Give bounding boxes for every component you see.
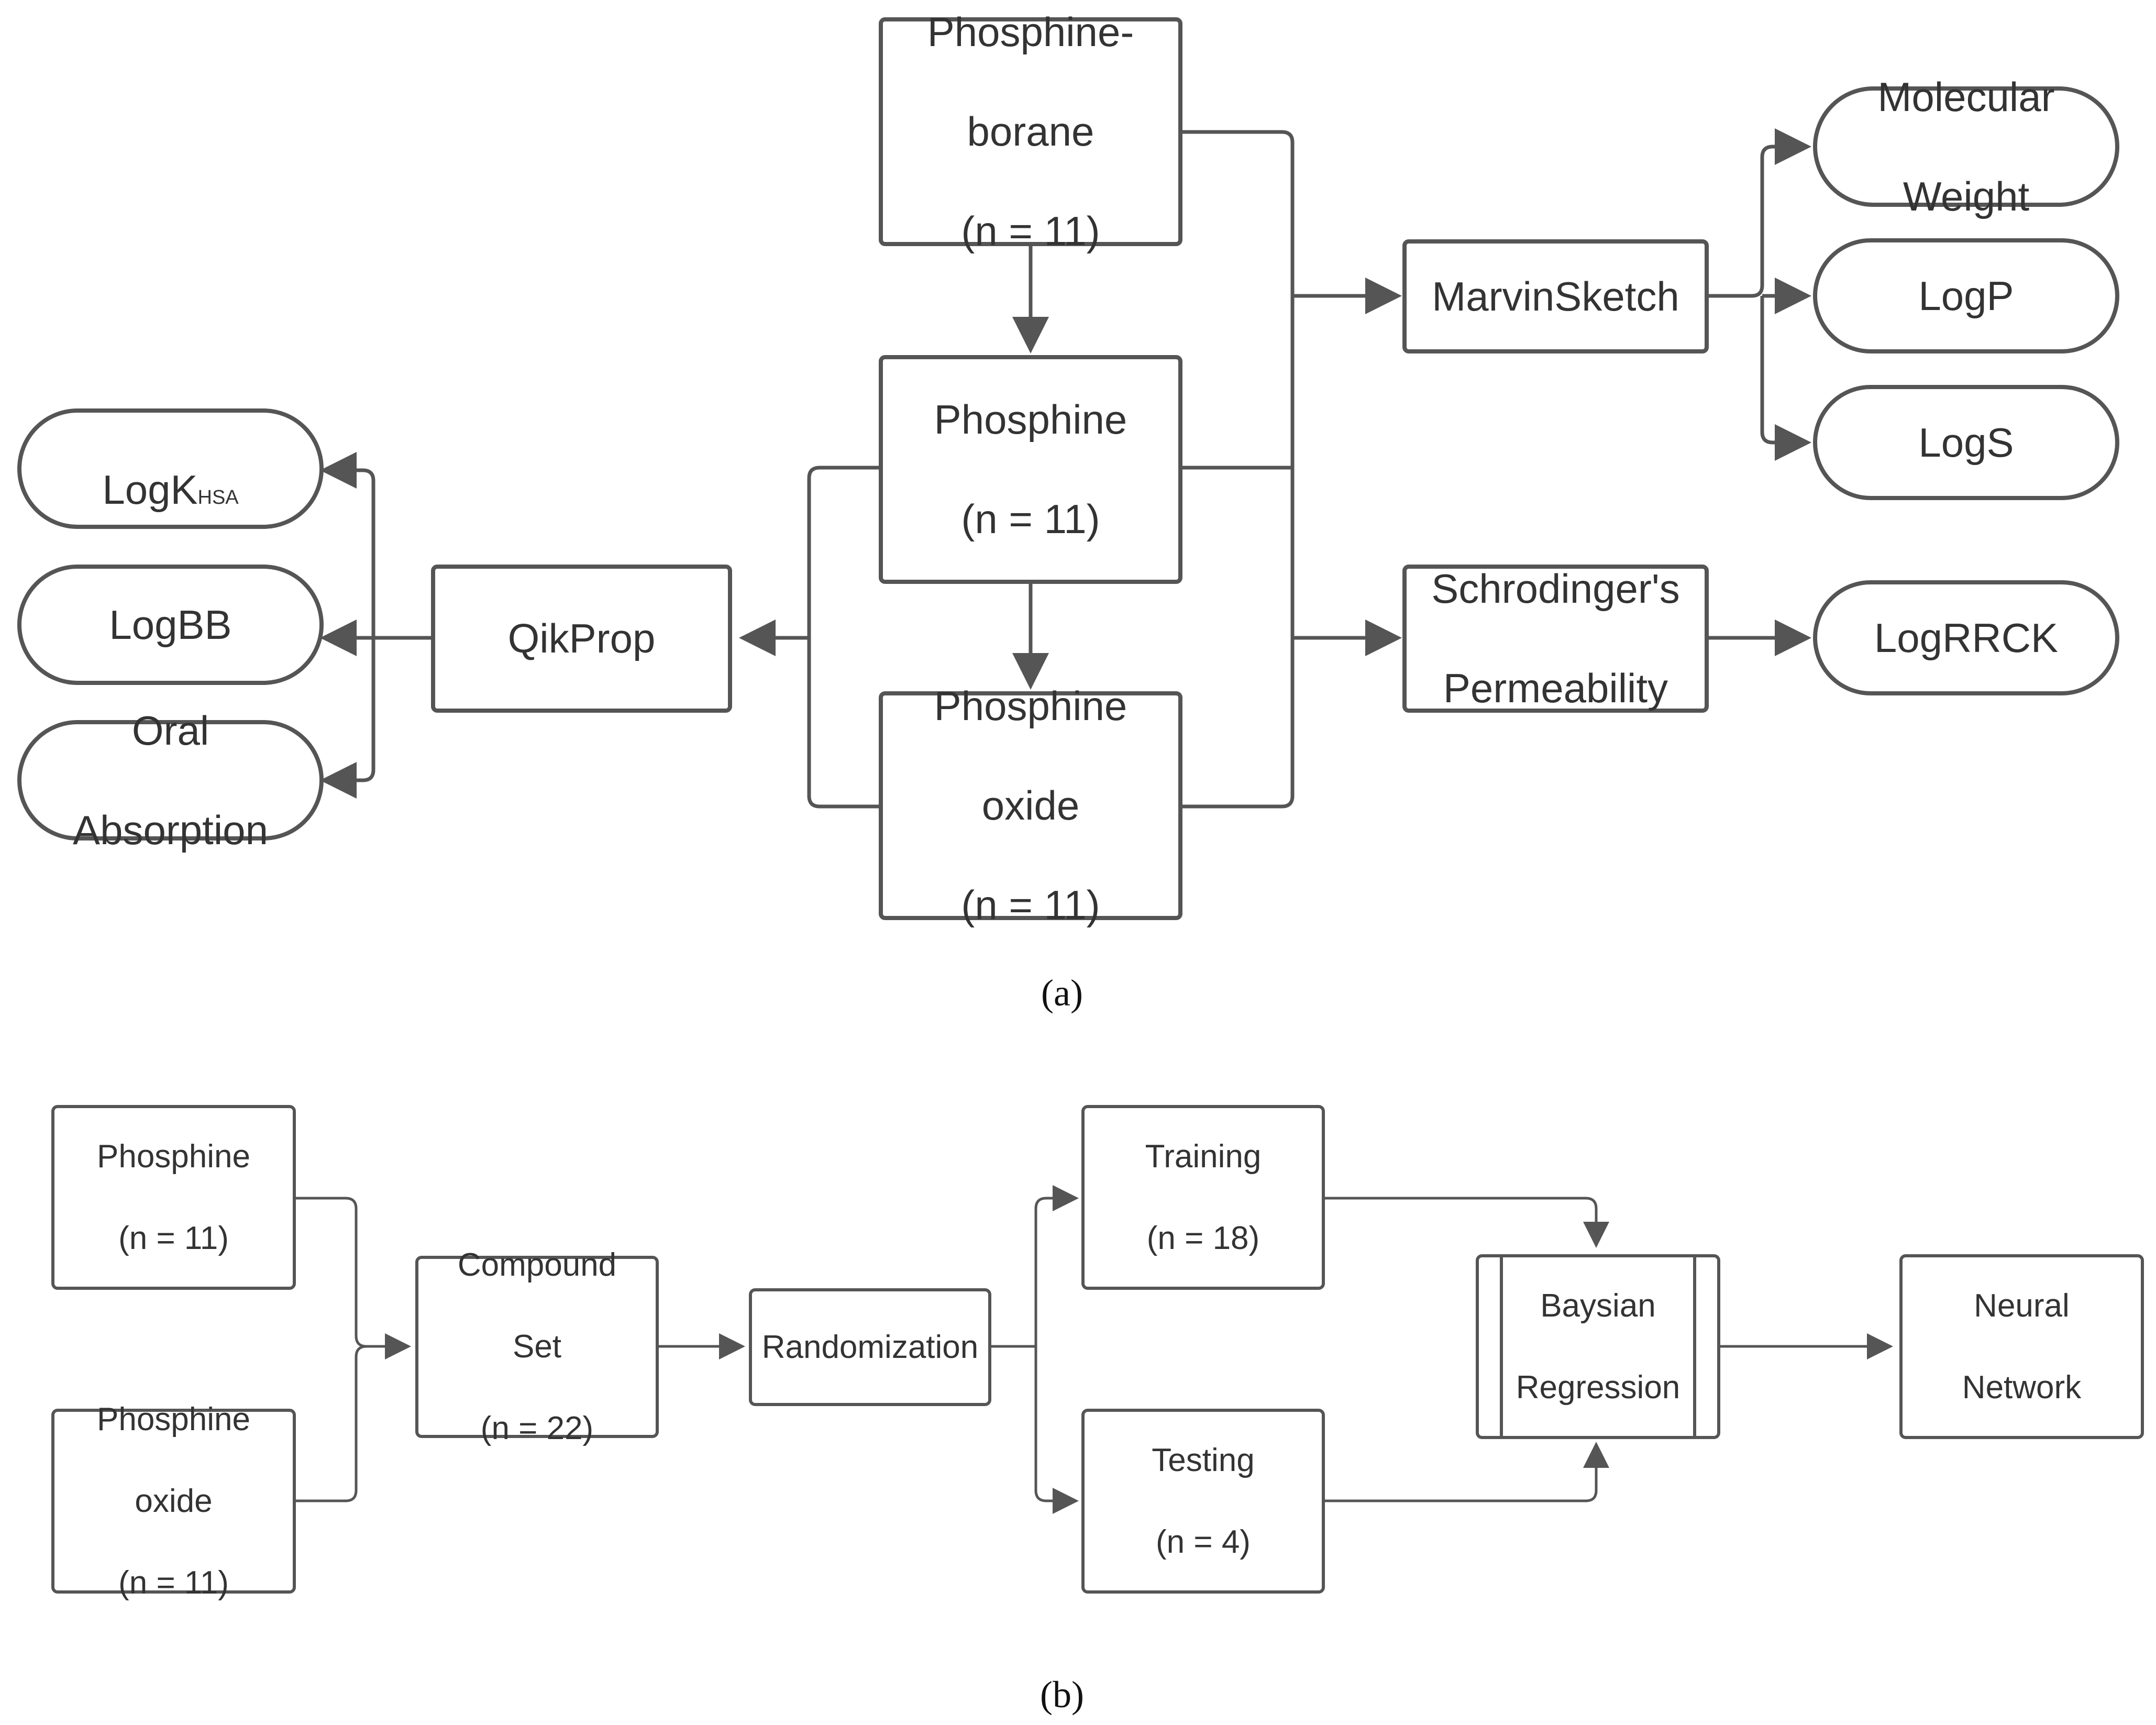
schrodinger-line2: Permeability <box>1443 665 1668 711</box>
marvinsketch-label: MarvinSketch <box>1432 273 1679 319</box>
caption-a: (a) <box>1041 972 1083 1014</box>
molecular-weight-line2: Weight <box>1903 173 2030 219</box>
logs-node: LogS <box>1813 385 2119 500</box>
neural-network-node: Neural Network <box>1899 1254 2144 1439</box>
molecular-weight-line1: Molecular <box>1877 73 2055 120</box>
training-line1: Training <box>1145 1138 1262 1175</box>
edge-marvin-to-logs-trunk <box>1760 296 1811 461</box>
oral-absorption-line2: Absorption <box>73 806 268 853</box>
edge-b-oxide-to-merge <box>296 1345 367 1502</box>
edge-qikprop-to-logkhsa <box>320 452 375 638</box>
compound-set-line3: (n = 22) <box>480 1410 594 1446</box>
logbb-label: LogBB <box>109 601 232 648</box>
schrodinger-line1: Schrodinger's <box>1431 566 1680 612</box>
phosphine-line1: Phosphine <box>934 396 1127 443</box>
logrrck-node: LogRRCK <box>1813 580 2119 695</box>
neural-network-line2: Network <box>1962 1369 2082 1406</box>
phosphine-oxide-node: Phosphine oxide (n = 11) <box>879 683 1182 928</box>
phosphine-oxide-line3: (n = 11) <box>961 882 1100 928</box>
training-node: Training (n = 18) <box>1081 1105 1325 1290</box>
caption-b: (b) <box>1040 1674 1084 1716</box>
marvinsketch-node: MarvinSketch <box>1402 239 1709 353</box>
b-phosphine-node: Phosphine (n = 11) <box>51 1105 296 1290</box>
baysian-regression-line1: Baysian <box>1540 1287 1656 1324</box>
logbb-node: LogBB <box>17 565 324 685</box>
phosphine-line2: (n = 11) <box>961 496 1100 542</box>
neural-network-line1: Neural <box>1974 1287 2070 1324</box>
b-phosphine-oxide-line2: oxide <box>135 1483 213 1519</box>
logkhsa-node: LogKHSA <box>17 408 324 529</box>
logkhsa-label: LogK <box>102 466 198 513</box>
phosphine-borane-line2: borane <box>967 108 1094 154</box>
logp-node: LogP <box>1813 238 2119 353</box>
logs-label: LogS <box>1918 419 2014 466</box>
b-phosphine-line1: Phosphine <box>96 1138 251 1175</box>
edge-b-testing-to-bayes <box>1325 1442 1609 1502</box>
training-line2: (n = 18) <box>1146 1220 1260 1256</box>
edge-b-training-to-bayes <box>1325 1197 1609 1248</box>
molecular-weight-node: Molecular Weight <box>1813 74 2119 219</box>
b-phosphine-line2: (n = 11) <box>118 1220 229 1256</box>
logrrck-label: LogRRCK <box>1874 614 2059 661</box>
phosphine-borane-line3: (n = 11) <box>961 208 1100 254</box>
baysian-regression-node: Baysian Regression <box>1476 1254 1720 1439</box>
qikprop-label: QikProp <box>507 615 656 661</box>
phosphine-borane-line1: Phosphine- <box>927 9 1134 55</box>
compound-set-line1: Compound <box>457 1247 617 1283</box>
randomization-label: Randomization <box>761 1329 979 1365</box>
schrodinger-node: Schrodinger's Permeability <box>1402 565 1709 713</box>
baysian-regression-line2: Regression <box>1516 1369 1680 1406</box>
testing-node: Testing (n = 4) <box>1081 1409 1325 1594</box>
testing-line2: (n = 4) <box>1156 1523 1251 1560</box>
b-phosphine-oxide-line3: (n = 11) <box>118 1564 229 1601</box>
edge-b-split-to-testing <box>1034 1346 1079 1514</box>
phosphine-node: Phosphine (n = 11) <box>879 355 1182 584</box>
b-phosphine-oxide-node: Phosphine oxide (n = 11) <box>51 1401 296 1601</box>
process-bar-right <box>1693 1257 1696 1436</box>
qikprop-node: QikProp <box>431 565 732 713</box>
phosphine-oxide-line1: Phosphine <box>934 683 1127 729</box>
randomization-node: Randomization <box>749 1288 991 1406</box>
edge-b-phosphine-to-merge <box>296 1197 411 1359</box>
edge-phosphine-to-qikbus <box>807 466 879 809</box>
edge-marvinsketch-fan <box>1709 145 1808 298</box>
oral-absorption-node: Oral Absorption <box>17 707 324 853</box>
edge-qikprop-to-oral <box>320 638 375 799</box>
phosphine-oxide-line2: oxide <box>981 782 1080 828</box>
phosphine-borane-node: Phosphine- borane (n = 11) <box>879 9 1182 254</box>
logp-label: LogP <box>1918 272 2014 319</box>
compound-set-node: Compound Set (n = 22) <box>415 1247 659 1446</box>
testing-line1: Testing <box>1152 1442 1255 1478</box>
logkhsa-subscript: HSA <box>197 486 239 508</box>
oral-absorption-line1: Oral <box>131 707 209 754</box>
process-bar-left <box>1500 1257 1503 1436</box>
b-phosphine-oxide-line1: Phosphine <box>96 1401 251 1437</box>
edge-b-split-to-training <box>1034 1185 1079 1346</box>
compound-set-line2: Set <box>512 1329 562 1365</box>
